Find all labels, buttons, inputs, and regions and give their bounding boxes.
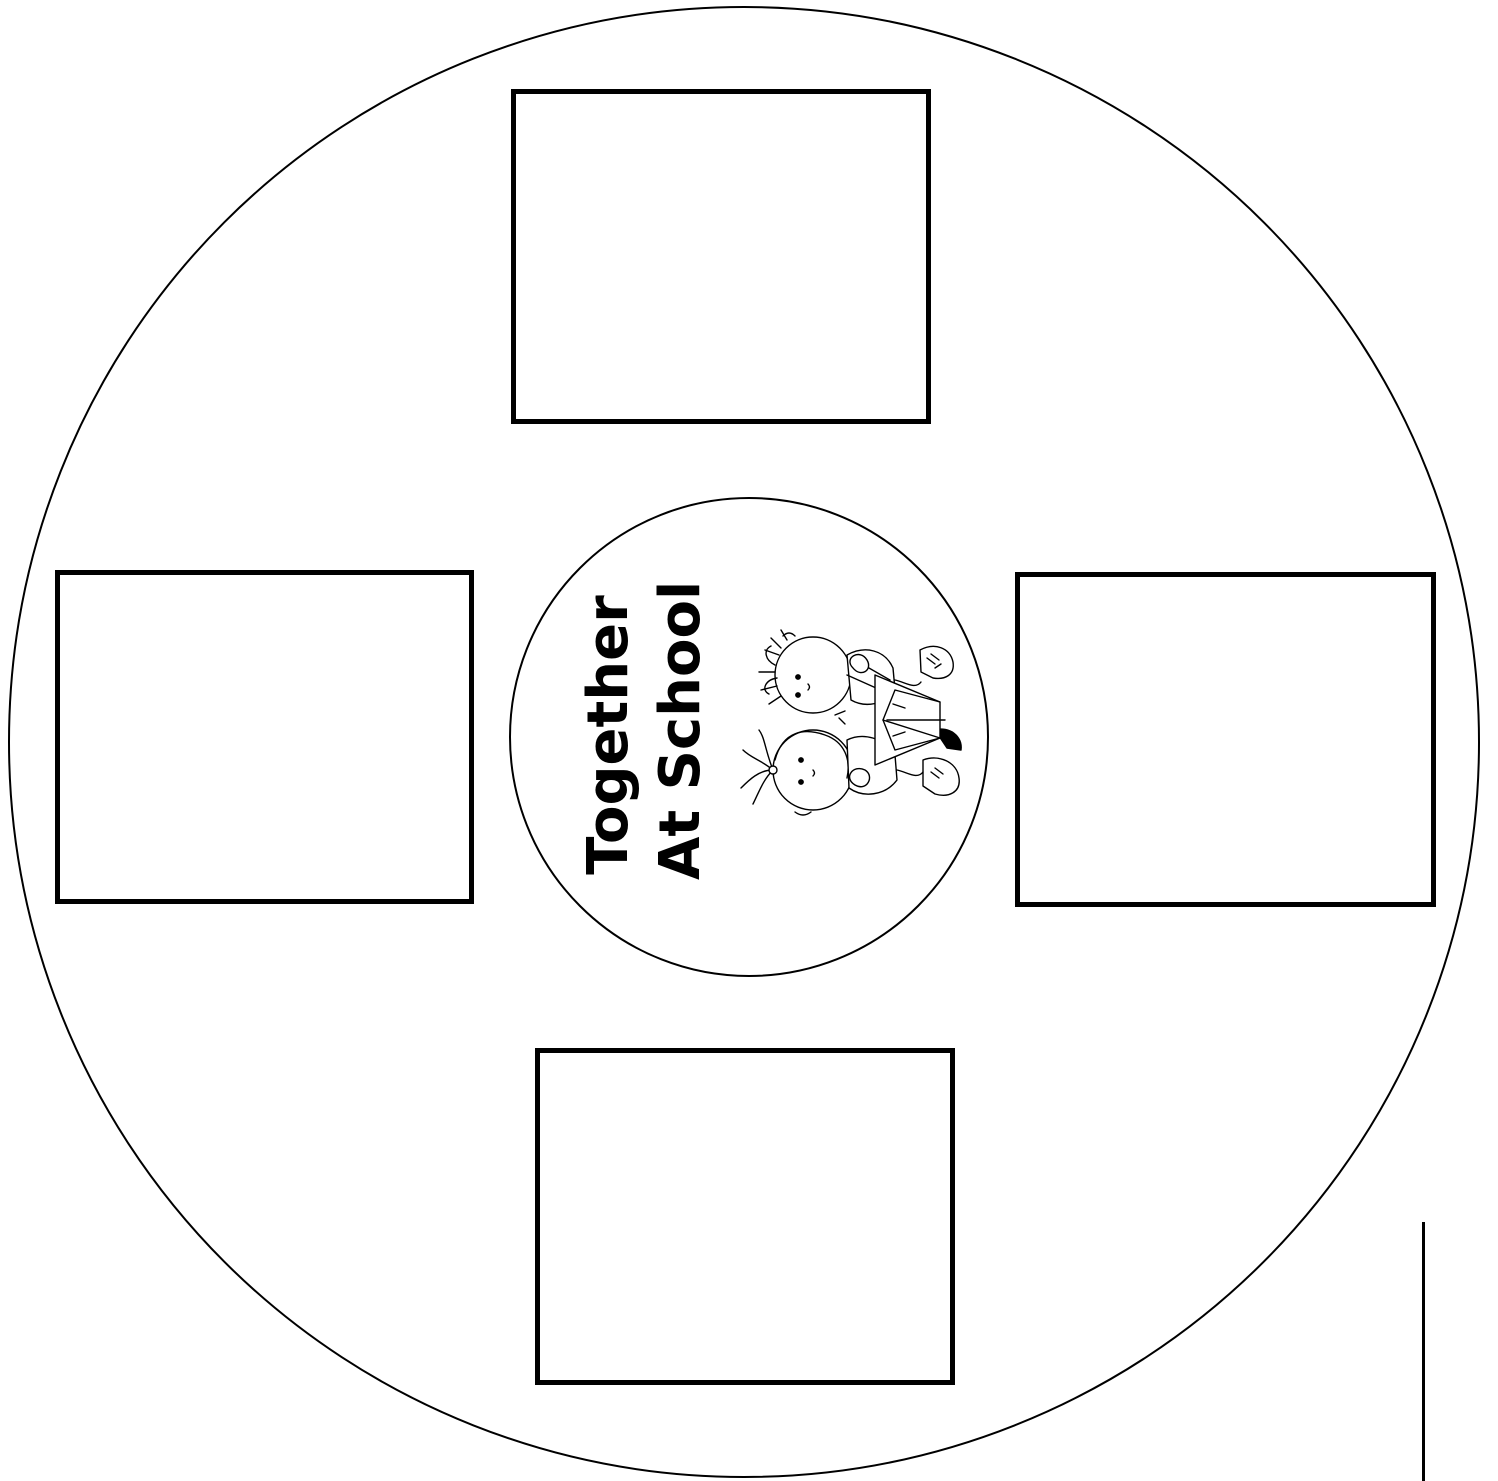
center-title: Together At School: [545, 590, 745, 880]
book-icon: [875, 675, 945, 765]
title-line-2: At School: [645, 590, 717, 880]
picture-frame-right: [1015, 572, 1436, 907]
cut-line: [1422, 1222, 1425, 1481]
center-title-rotated: Together At School: [573, 590, 717, 880]
kids-reading-icon: [735, 620, 970, 825]
picture-frame-bottom: [535, 1048, 955, 1385]
title-line-1: Together: [573, 590, 645, 880]
picture-frame-left: [55, 570, 474, 904]
picture-frame-top: [511, 89, 931, 424]
